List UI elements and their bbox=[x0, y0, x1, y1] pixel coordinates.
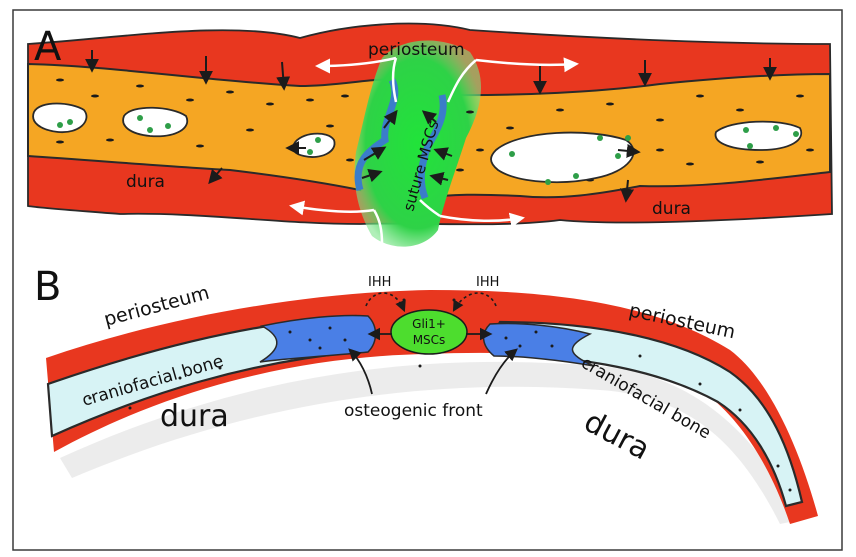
panel-a-dura-right-label: dura bbox=[652, 199, 691, 219]
panel-a-letter: A bbox=[34, 24, 62, 70]
gli1-label-line2: MSCs bbox=[413, 333, 446, 347]
osteogenic-front-label: osteogenic front bbox=[344, 401, 483, 421]
gli1-label-line1: Gli1+ bbox=[412, 317, 446, 331]
ihh-label-left: IHH bbox=[368, 275, 391, 290]
panel-a: A periosteum dura dura suture MSCs bbox=[28, 24, 832, 247]
panel-a-periosteum-label: periosteum bbox=[368, 40, 465, 60]
panel-b: Gli1+ MSCs B IHH IHH periosteum perioste… bbox=[34, 264, 818, 524]
panel-b-dura-left-label: dura bbox=[160, 399, 229, 434]
panel-b-letter: B bbox=[34, 264, 61, 310]
panel-a-dura-left-label: dura bbox=[126, 172, 165, 192]
panel-b-dura-right-label: dura bbox=[578, 404, 655, 467]
ihh-label-right: IHH bbox=[476, 275, 499, 290]
